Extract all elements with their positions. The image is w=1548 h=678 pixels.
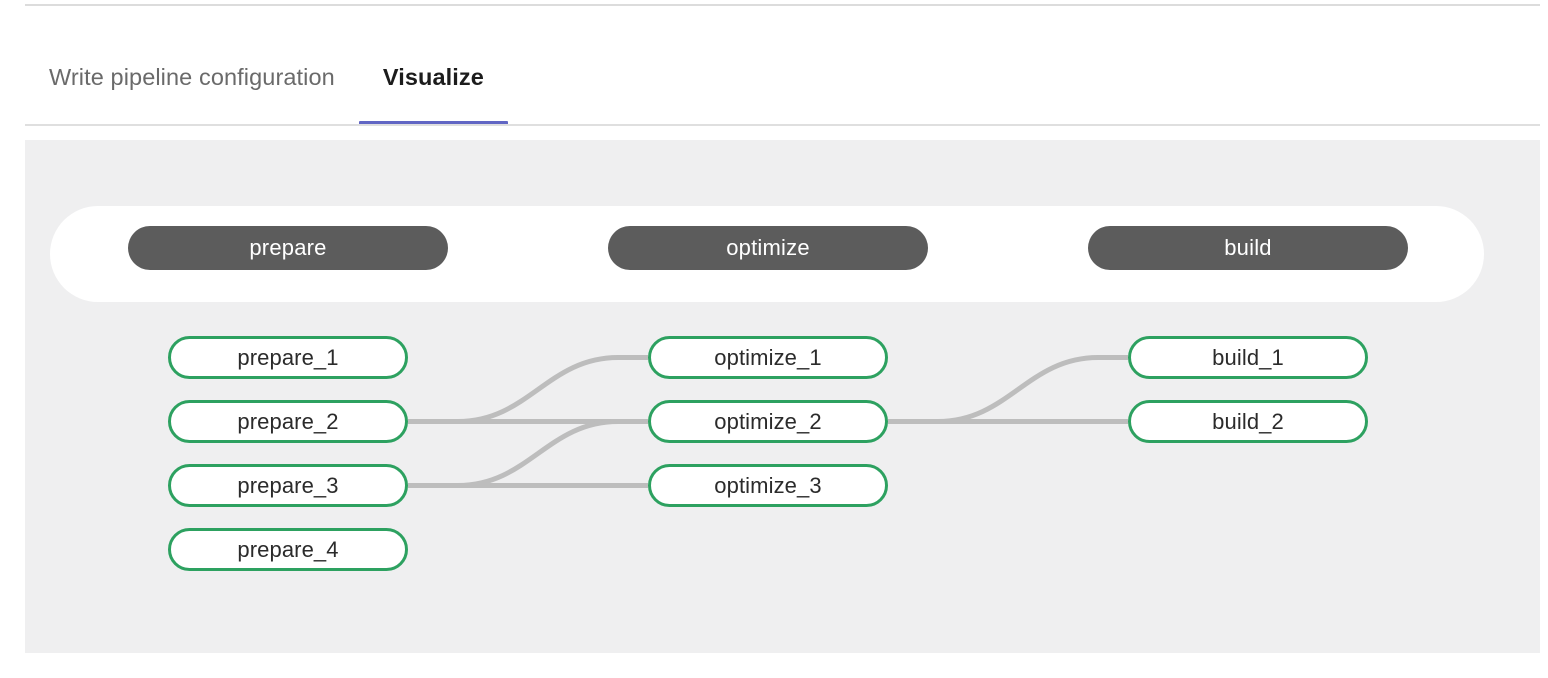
job-node-prepare_1[interactable]: prepare_1	[168, 336, 408, 379]
stage-pill-prepare-label: prepare	[249, 235, 327, 260]
tab-bar-divider	[25, 124, 1540, 126]
edge-prepare_3-optimize_2	[408, 419, 648, 488]
job-node-optimize_1[interactable]: optimize_1	[648, 336, 888, 379]
tab-visualize-label: Visualize	[382, 64, 484, 91]
tab-bar: Write pipeline configuration Visualize	[25, 30, 1540, 126]
tab-list: Write pipeline configuration Visualize	[25, 30, 508, 126]
edge-optimize_2-build_1	[888, 355, 1128, 424]
job-node-prepare_2[interactable]: prepare_2	[168, 400, 408, 443]
job-node-optimize_3[interactable]: optimize_3	[648, 464, 888, 507]
job-node-build_1-label: build_1	[1212, 344, 1284, 370]
job-node-prepare_4[interactable]: prepare_4	[168, 528, 408, 571]
job-node-prepare_3-label: prepare_3	[237, 472, 339, 498]
top-divider	[25, 4, 1540, 6]
job-node-build_1[interactable]: build_1	[1128, 336, 1368, 379]
job-node-build_2-label: build_2	[1212, 408, 1284, 434]
job-node-build_2[interactable]: build_2	[1128, 400, 1368, 443]
job-node-optimize_2-label: optimize_2	[714, 408, 822, 434]
job-node-prepare_4-label: prepare_4	[237, 536, 339, 562]
job-node-optimize_1-label: optimize_1	[714, 344, 822, 370]
stage-pill-optimize-label: optimize	[726, 235, 810, 260]
tab-write-pipeline-configuration[interactable]: Write pipeline configuration	[25, 30, 359, 126]
job-node-prepare_1-label: prepare_1	[237, 344, 339, 370]
tab-write-pipeline-configuration-label: Write pipeline configuration	[49, 64, 335, 91]
job-node-prepare_3[interactable]: prepare_3	[168, 464, 408, 507]
stage-pill-optimize[interactable]: optimize	[608, 226, 928, 270]
pipeline-graph-canvas[interactable]: prepare optimize build	[25, 140, 1540, 653]
job-node-optimize_3-label: optimize_3	[714, 472, 822, 498]
stage-pill-build[interactable]: build	[1088, 226, 1408, 270]
job-node-prepare_2-label: prepare_2	[237, 408, 339, 434]
edge-prepare_2-optimize_1	[408, 355, 648, 424]
stage-pill-prepare[interactable]: prepare	[128, 226, 448, 270]
stage-pill-build-label: build	[1224, 235, 1272, 260]
job-node-optimize_2[interactable]: optimize_2	[648, 400, 888, 443]
tab-visualize[interactable]: Visualize	[358, 30, 508, 126]
